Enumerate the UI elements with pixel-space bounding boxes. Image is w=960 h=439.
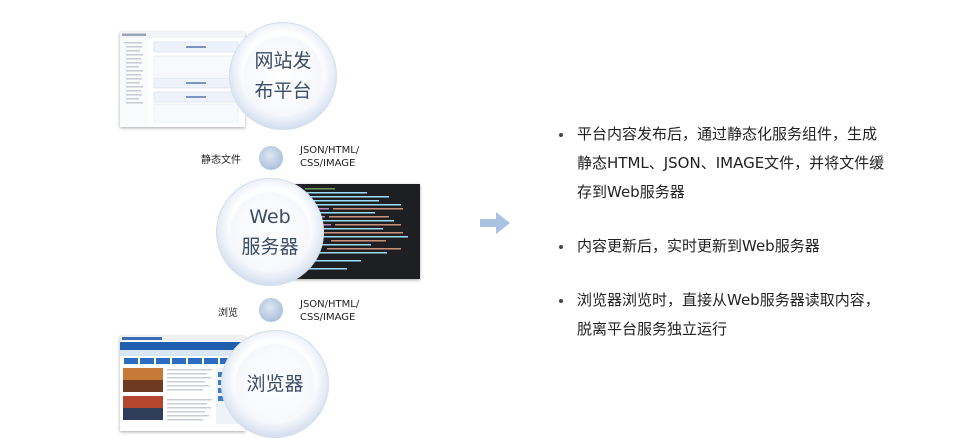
web-server-label-line1: Web (249, 206, 291, 228)
right-arrow-icon (480, 212, 510, 234)
browser-node: 浏览器 (221, 330, 329, 438)
bullet-item: 内容更新后，实时更新到Web服务器 (555, 232, 885, 261)
static-formats-line1: JSON/HTML/ (300, 145, 360, 156)
cms-screenshot-thumbnail (120, 32, 245, 127)
browse-formats-line1: JSON/HTML/ (300, 299, 360, 310)
bullet-item: 浏览器浏览时，直接从Web服务器读取内容，脱离平台服务独立运行 (555, 286, 885, 344)
browser-label: 浏览器 (246, 373, 304, 395)
browse-formats-label: JSON/HTML/ CSS/IMAGE (300, 298, 359, 324)
bullet-item: 平台内容发布后，通过静态化服务组件，生成静态HTML、JSON、IMAGE文件，… (555, 120, 885, 207)
browse-connector-dot (259, 298, 283, 322)
static-formats-line2: CSS/IMAGE (300, 158, 356, 169)
static-files-connector-dot (259, 146, 283, 170)
browse-label: 浏览 (218, 308, 238, 319)
static-files-label: 静态文件 (201, 155, 241, 166)
static-formats-label: JSON/HTML/ CSS/IMAGE (300, 144, 359, 170)
description-bullet-list: 平台内容发布后，通过静态化服务组件，生成静态HTML、JSON、IMAGE文件，… (555, 120, 885, 369)
web-server-node: Web 服务器 (216, 178, 324, 286)
publish-platform-node: 网站发 布平台 (229, 22, 337, 130)
code-editor-screenshot-thumbnail (293, 184, 420, 279)
browse-formats-line2: CSS/IMAGE (300, 312, 356, 323)
publish-platform-label-line2: 布平台 (254, 80, 312, 102)
web-server-label-line2: 服务器 (241, 236, 299, 258)
publish-platform-label-line1: 网站发 (254, 50, 312, 72)
